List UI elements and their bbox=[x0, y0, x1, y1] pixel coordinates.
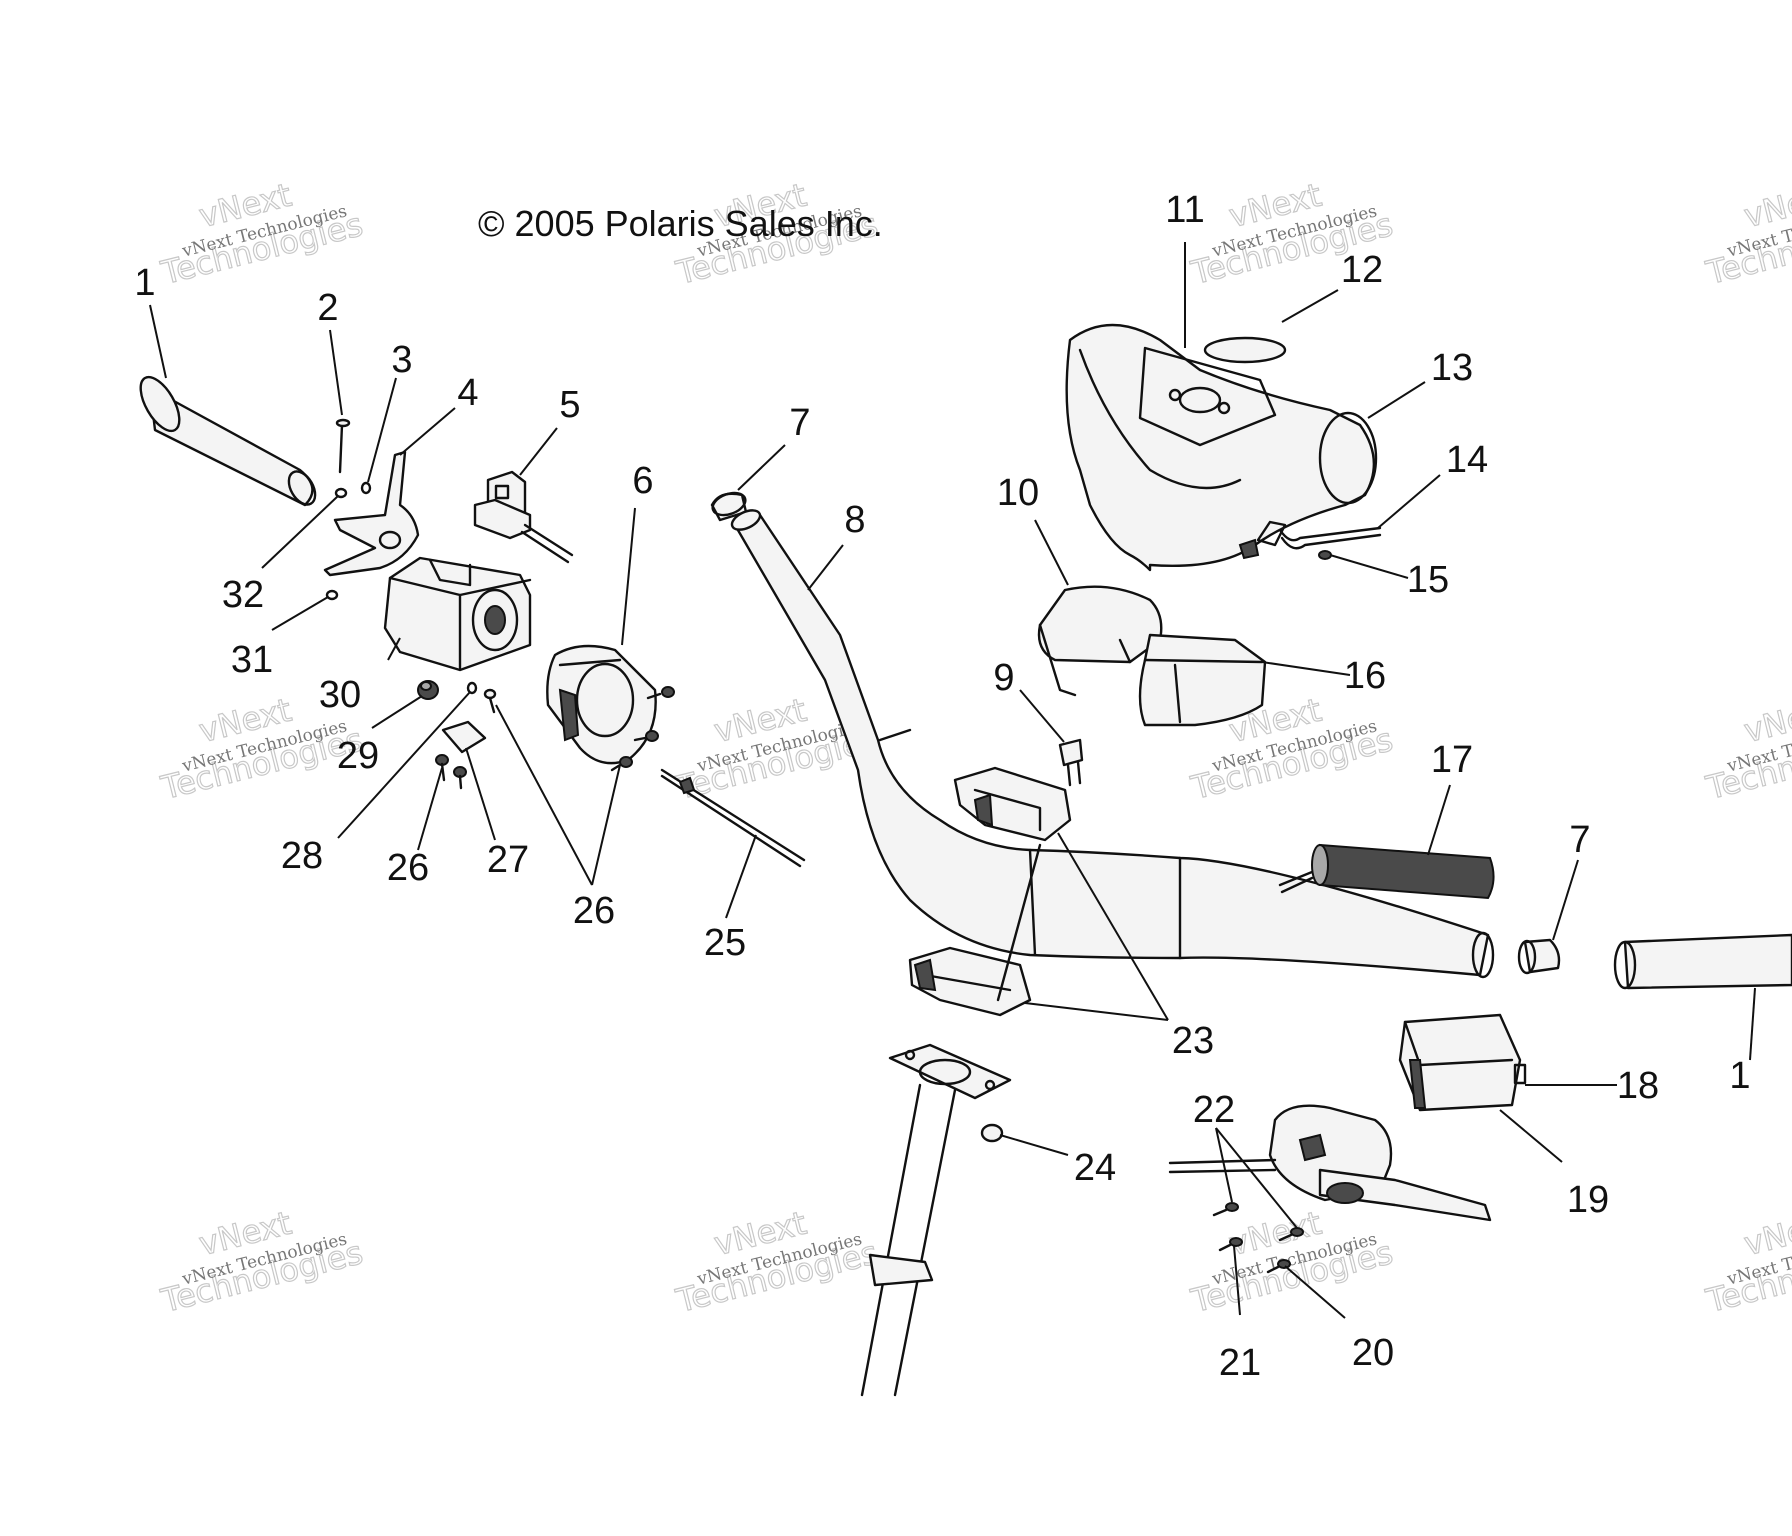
steering-column bbox=[860, 843, 1042, 1397]
callout-label: 29 bbox=[337, 735, 379, 777]
callout-label: 12 bbox=[1341, 249, 1383, 291]
screw-2 bbox=[335, 418, 351, 474]
bar-plug-right bbox=[1517, 938, 1561, 975]
callout-label: 6 bbox=[632, 460, 653, 502]
cover-plate bbox=[435, 720, 487, 790]
bolt-9 bbox=[1058, 738, 1084, 787]
heated-grip bbox=[1278, 843, 1495, 900]
copyright-text: © 2005 Polaris Sales Inc. bbox=[478, 203, 883, 244]
callout-label: 9 bbox=[993, 657, 1014, 699]
callout-label: 14 bbox=[1446, 439, 1488, 481]
throttle-housing bbox=[383, 556, 532, 672]
washer-31 bbox=[325, 589, 339, 601]
callout-label: 18 bbox=[1617, 1065, 1659, 1107]
washer-28 bbox=[466, 681, 478, 695]
callout-labels: 1 2 3 4 5 6 7 8 9 10 11 12 13 14 15 16 1… bbox=[134, 189, 1750, 1384]
wire-harness bbox=[1238, 520, 1382, 560]
callout-label: 4 bbox=[457, 372, 478, 414]
callout-label: 28 bbox=[281, 835, 323, 877]
callout-label: 31 bbox=[231, 639, 273, 681]
callout-label: 21 bbox=[1219, 1342, 1261, 1384]
lower-cover bbox=[1138, 633, 1267, 727]
callout-label: 20 bbox=[1352, 1332, 1394, 1374]
callout-label: 30 bbox=[319, 674, 361, 716]
master-cylinder bbox=[1398, 1013, 1527, 1112]
callout-label: 17 bbox=[1431, 739, 1473, 781]
callout-label: 24 bbox=[1074, 1147, 1116, 1189]
callout-label: 25 bbox=[704, 922, 746, 964]
clamp-lower bbox=[908, 946, 1032, 1017]
upper-cover bbox=[1037, 585, 1163, 697]
clamp-upper bbox=[953, 766, 1072, 842]
callout-label: 15 bbox=[1407, 559, 1449, 601]
handlebar-pod bbox=[1065, 323, 1378, 572]
screws-6 bbox=[610, 686, 675, 772]
nut-29 bbox=[417, 680, 439, 700]
watermark-outline-a: vNext bbox=[1740, 691, 1792, 750]
callout-label: 2 bbox=[317, 287, 338, 329]
callout-label: 16 bbox=[1344, 655, 1386, 697]
callout-label: 10 bbox=[997, 472, 1039, 514]
callout-label: 7 bbox=[1569, 819, 1590, 861]
decal-12 bbox=[1203, 336, 1287, 364]
watermark-outline-a: vNext bbox=[1740, 176, 1792, 235]
callout-label: 26 bbox=[387, 847, 429, 889]
washer-32 bbox=[334, 487, 348, 499]
cable-25 bbox=[660, 768, 806, 868]
callout-label: 27 bbox=[487, 839, 529, 881]
callout-label: 26 bbox=[573, 890, 615, 932]
switch-housing bbox=[546, 644, 657, 765]
callout-label: 5 bbox=[559, 384, 580, 426]
right-grip bbox=[1613, 933, 1792, 990]
callout-label: 13 bbox=[1431, 347, 1473, 389]
callout-label: 1 bbox=[1729, 1055, 1750, 1097]
nut-24 bbox=[980, 1123, 1004, 1143]
watermark-outline-a: vNext bbox=[1740, 1204, 1792, 1263]
callout-label: 8 bbox=[844, 499, 865, 541]
brake-lever-assembly bbox=[1168, 1104, 1492, 1222]
throttle-lever bbox=[323, 450, 420, 577]
callout-label: 7 bbox=[789, 402, 810, 444]
callout-label: 19 bbox=[1567, 1179, 1609, 1221]
washer-3 bbox=[360, 481, 372, 495]
screw-26a bbox=[483, 688, 497, 714]
callout-label: 32 bbox=[222, 574, 264, 616]
handlebar bbox=[730, 509, 1495, 979]
bar-plug-left bbox=[710, 491, 748, 522]
left-grip bbox=[139, 375, 317, 507]
switch-5 bbox=[473, 470, 574, 564]
callout-label: 22 bbox=[1193, 1089, 1235, 1131]
callout-label: 1 bbox=[134, 262, 155, 304]
leader-lines bbox=[149, 242, 1756, 1319]
screw-15 bbox=[1318, 550, 1332, 560]
callout-label: 11 bbox=[1165, 189, 1204, 231]
callout-label: 23 bbox=[1172, 1020, 1214, 1062]
screws-20-21-22 bbox=[1212, 1202, 1304, 1274]
callout-label: 3 bbox=[391, 339, 412, 381]
